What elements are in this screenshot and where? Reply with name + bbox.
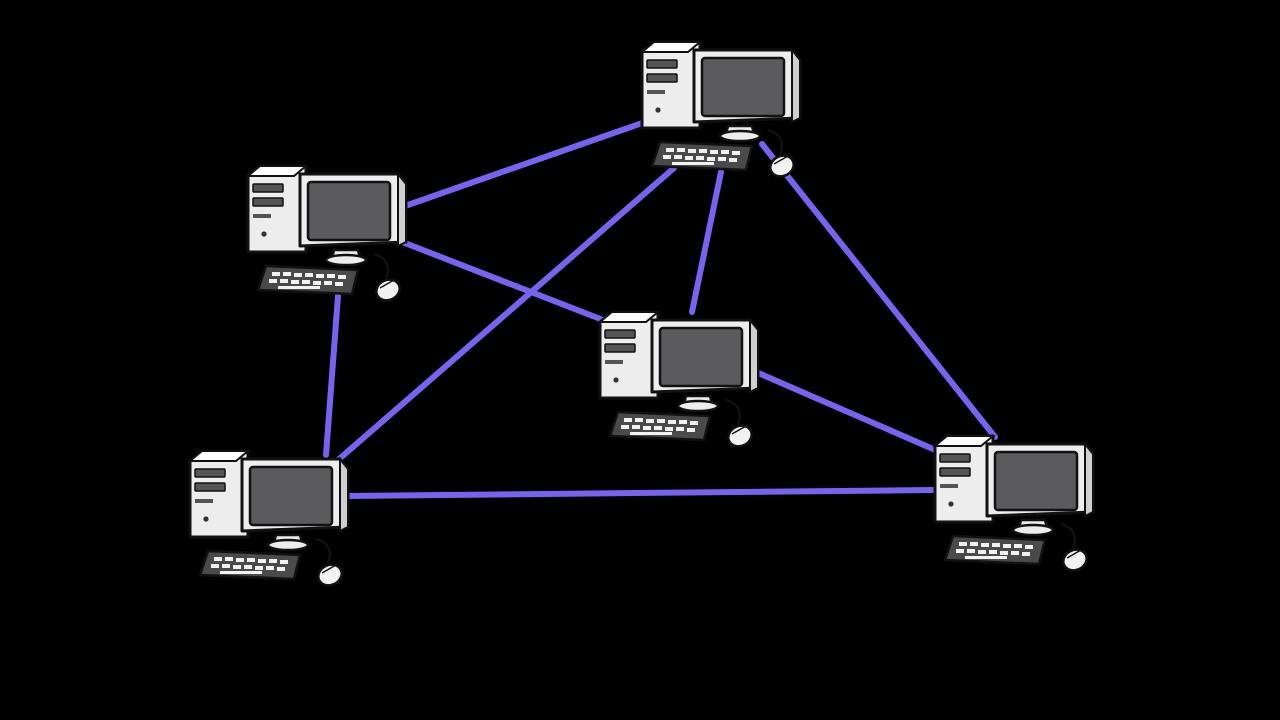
desktop-computer-icon (933, 434, 1095, 576)
link-top-to-lower-right (759, 141, 998, 440)
desktop-computer-icon (640, 40, 802, 182)
link-top-to-center (689, 169, 724, 315)
link-lower-left-to-lower-right (343, 487, 938, 499)
link-center-to-lower-right (753, 369, 943, 455)
network-nodes (188, 40, 1095, 591)
desktop-computer-icon (246, 164, 408, 306)
computer-node-top (640, 40, 802, 182)
computer-node-upper-left (246, 164, 408, 306)
link-top-to-lower-left (335, 165, 677, 463)
computer-node-lower-left (188, 449, 350, 591)
network-links (323, 119, 998, 499)
link-upper-left-to-lower-left (323, 293, 341, 458)
computer-node-lower-right (933, 434, 1095, 576)
desktop-computer-icon (598, 310, 760, 452)
link-upper-left-to-center (389, 235, 606, 323)
desktop-computer-icon (188, 449, 350, 591)
computer-node-center (598, 310, 760, 452)
link-upper-left-to-top (402, 119, 648, 209)
